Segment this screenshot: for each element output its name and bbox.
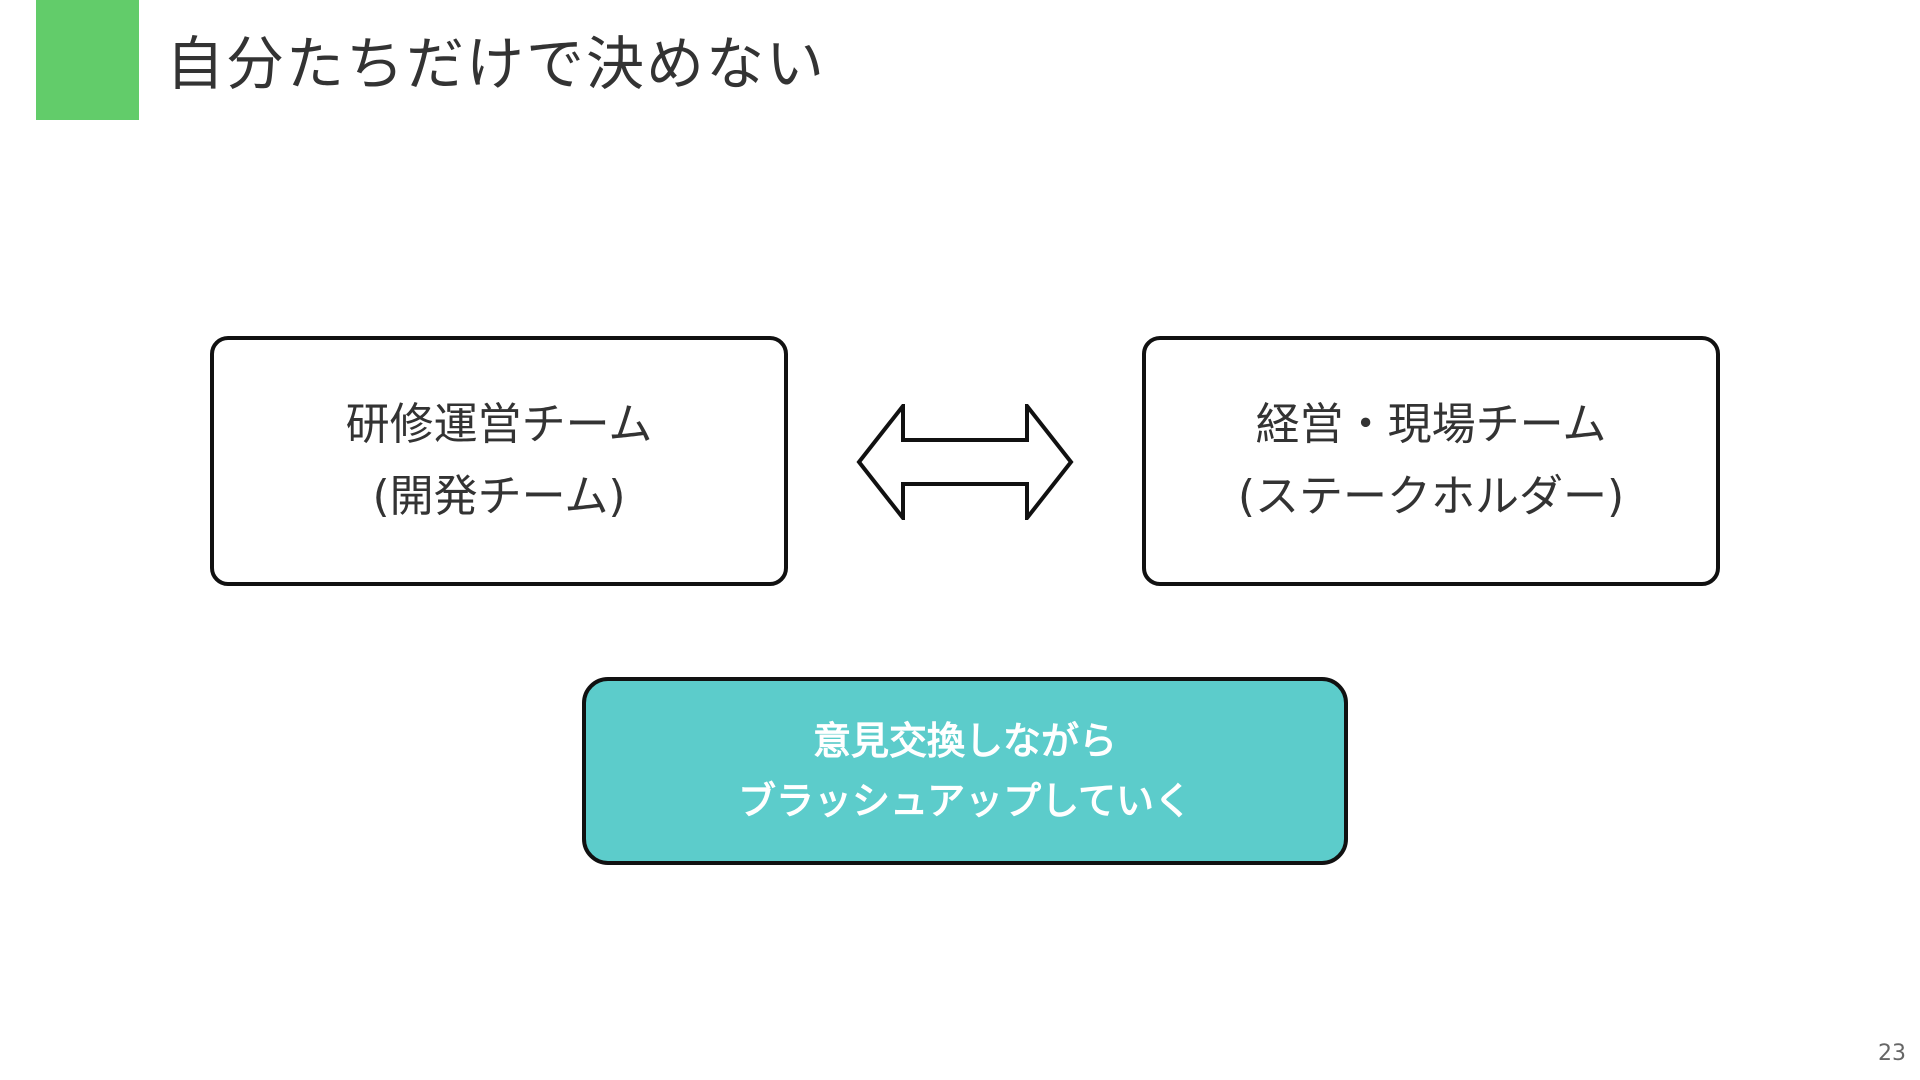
stakeholder-box: 経営・現場チーム (ステークホルダー) — [1142, 336, 1720, 586]
slide-title: 自分たちだけで決めない — [166, 30, 827, 98]
title-accent-block — [36, 0, 139, 120]
dev-team-label: 研修運営チーム — [345, 399, 653, 450]
note-line-1: 意見交換しながら — [812, 719, 1117, 763]
brushup-note-box: 意見交換しながら ブラッシュアップしていく — [582, 677, 1348, 865]
double-headed-arrow-icon — [856, 404, 1074, 520]
note-line-2: ブラッシュアップしていく — [737, 779, 1193, 823]
stakeholder-sublabel: (ステークホルダー) — [1237, 471, 1625, 522]
stakeholder-label: 経営・現場チーム — [1255, 399, 1607, 450]
dev-team-sublabel: (開発チーム) — [372, 471, 626, 522]
page-number: 23 — [1878, 1041, 1906, 1066]
dev-team-box: 研修運営チーム (開発チーム) — [210, 336, 788, 586]
